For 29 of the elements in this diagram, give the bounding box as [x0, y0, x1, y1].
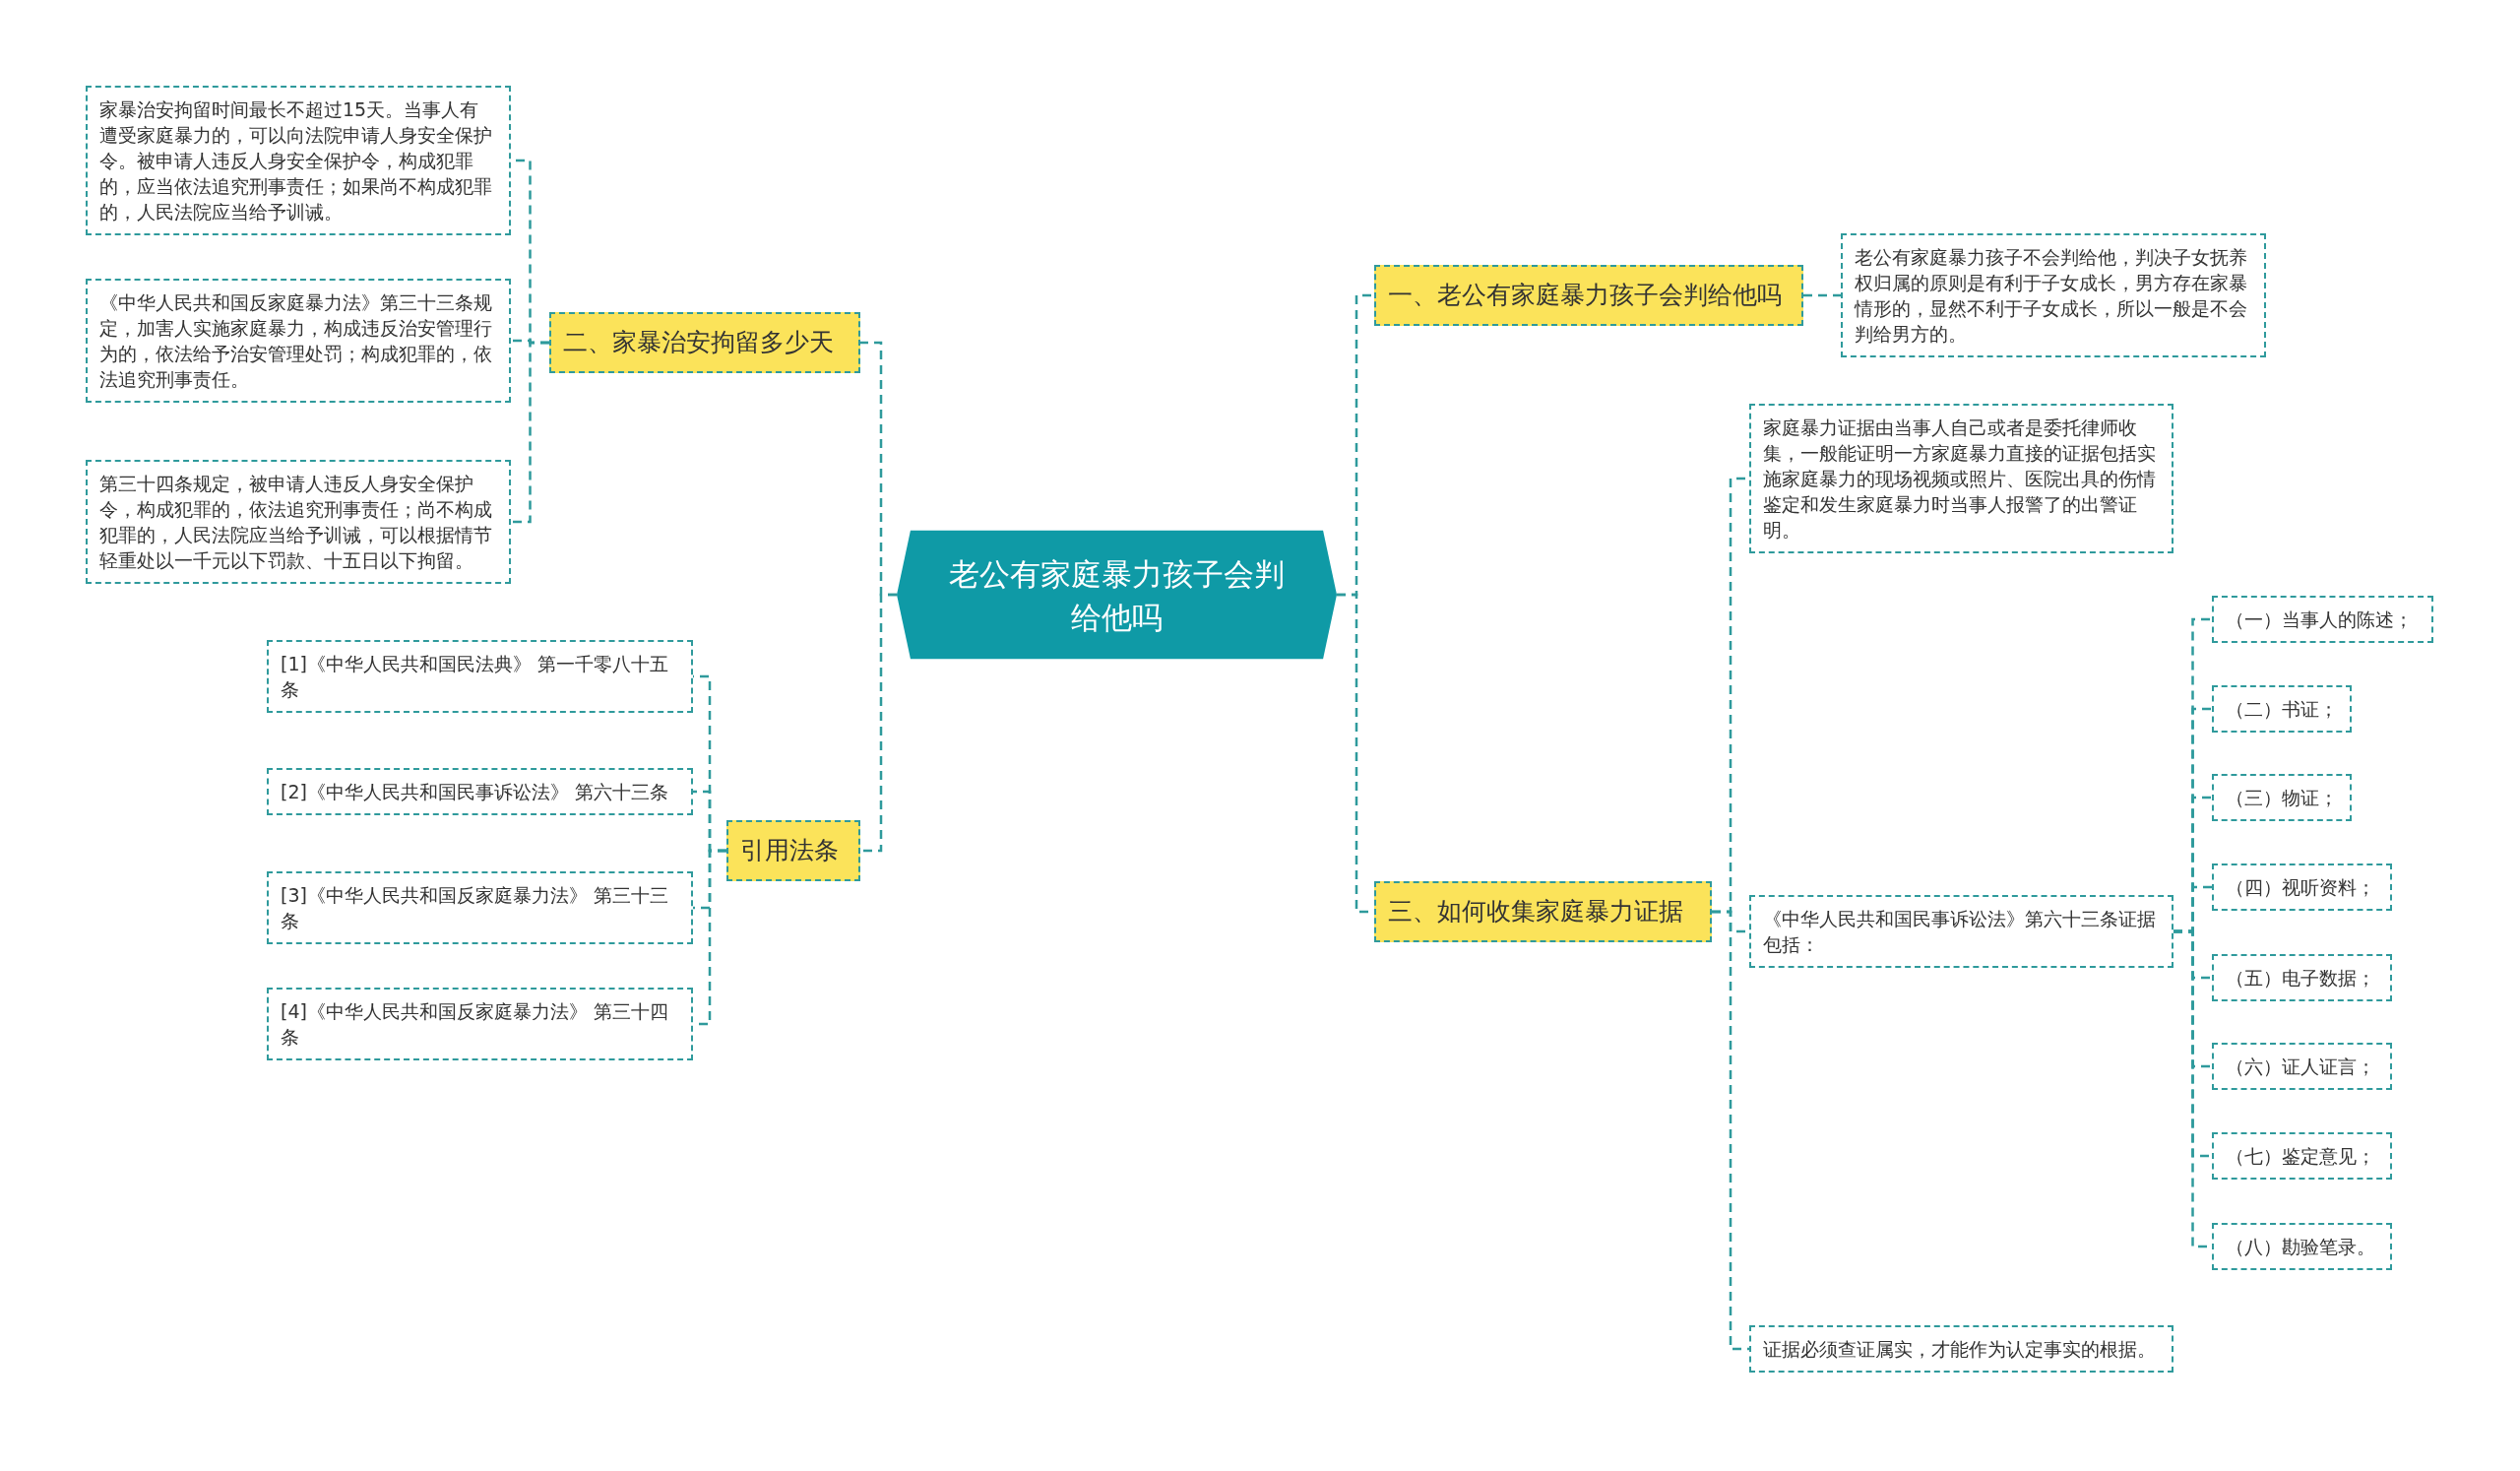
note-box: 家庭暴力证据由当事人自己或者是委托律师收集，一般能证明一方家庭暴力直接的证据包括实施家庭暴力的现场视频或照片、医院出具的伤情鉴定和发生家庭暴力时当事人报警了的出警证明。: [1749, 404, 2174, 553]
note-box: 家暴治安拘留时间最长不超过15天。当事人有遭受家庭暴力的，可以向法院申请人身安全保护令。被申请人违反人身安全保护令，构成犯罪的，应当依法追究刑事责任；如果尚不构成犯罪的，人民法院应当给予训诫。: [86, 86, 511, 235]
note-box: 证据必须查证属实，才能作为认定事实的根据。: [1749, 1325, 2174, 1373]
note-box: （六）证人证言；: [2212, 1043, 2392, 1090]
note-box: 《中华人民共和国民事诉讼法》第六十三条证据包括：: [1749, 895, 2174, 968]
note-box: [4]《中华人民共和国反家庭暴力法》 第三十四条: [267, 988, 693, 1060]
note-box: [3]《中华人民共和国反家庭暴力法》 第三十三条: [267, 871, 693, 944]
note-box: （四）视听资料；: [2212, 863, 2392, 911]
note-box: （八）勘验笔录。: [2212, 1223, 2392, 1270]
note-box: （一）当事人的陈述；: [2212, 596, 2433, 643]
topic-box: 引用法条: [726, 820, 860, 881]
connector-line: [860, 593, 897, 853]
topic-title: 老公有家庭暴力孩子会判给他吗: [948, 554, 1286, 636]
note-box: 第三十四条规定，被申请人违反人身安全保护令，构成犯罪的，依法追究刑事责任；尚不构成犯罪的，人民法院应当给予训诫，可以根据情节轻重处以一千元以下罚款、十五日以下拘留。: [86, 460, 511, 584]
connector-line: [1803, 293, 1841, 297]
note-box: [2]《中华人民共和国民事诉讼法》 第六十三条: [267, 768, 693, 815]
note-box: （五）电子数据；: [2212, 954, 2392, 1001]
topic-box: 二、家暴治安拘留多少天: [549, 312, 860, 373]
note-box: （三）物证；: [2212, 774, 2352, 821]
central-topic-hexagon: [897, 530, 1337, 660]
note-box: 《中华人民共和国反家庭暴力法》第三十三条规定，加害人实施家庭暴力，构成违反治安管理行为的，依法给予治安管理处罚；构成犯罪的，依法追究刑事责任。: [86, 279, 511, 403]
connector-line: [511, 341, 549, 524]
note-box: （二）书证；: [2212, 685, 2352, 733]
note-box: 老公有家庭暴力孩子不会判给他，判决子女抚养权归属的原则是有利于子女成长，男方存在家暴情形的，显然不利于子女成长，所以一般是不会判给男方的。: [1841, 233, 2266, 357]
note-box: [1]《中华人民共和国民法典》 第一千零八十五条: [267, 640, 693, 713]
note-box: （七）鉴定意见；: [2212, 1132, 2392, 1180]
topic-box: 三、如何收集家庭暴力证据: [1374, 881, 1712, 942]
connector-line: [1712, 910, 1749, 1351]
topic-box: 一、老公有家庭暴力孩子会判给他吗: [1374, 265, 1803, 326]
